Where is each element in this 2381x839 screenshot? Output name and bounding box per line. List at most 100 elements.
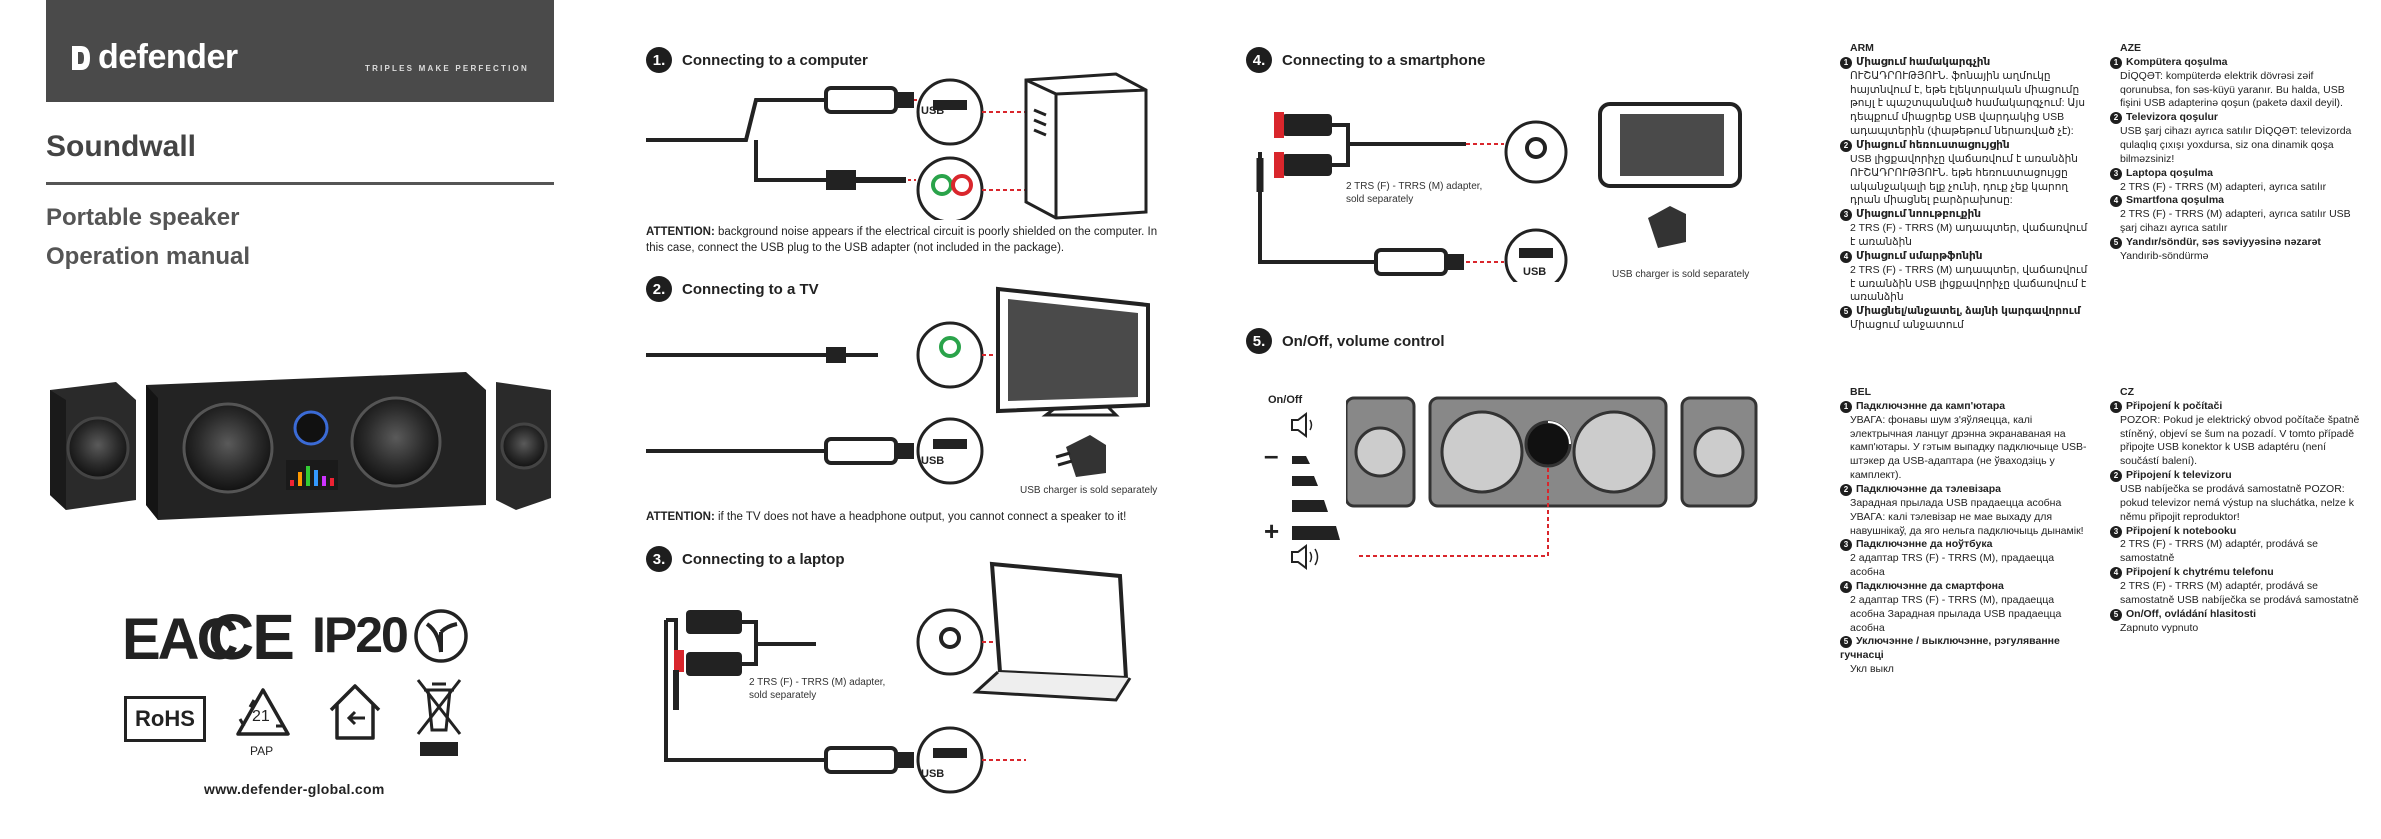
lang-cz-item-2-body: USB nabíječka se prodává samostatně POZO… bbox=[2120, 483, 2355, 523]
speaker-front-view-diagram bbox=[1346, 396, 1758, 557]
section-5-title: On/Off, volume control bbox=[1282, 332, 1445, 350]
section-1-number: 1. bbox=[646, 47, 672, 73]
brand-logo: defender bbox=[70, 38, 238, 77]
section-1-header: 1. Connecting to a computer bbox=[646, 47, 868, 73]
lang-cz-item-4-num: 4 bbox=[2110, 567, 2122, 580]
lang-aze-item-5-head: Yandır/söndür, səs səviyyəsinə nəzarət bbox=[2126, 236, 2321, 249]
lang-code-arm: ARM bbox=[1850, 42, 1874, 54]
lang-bel-item-2-body: Зарадная прылада USB прадаецца асобна УВ… bbox=[1850, 496, 2084, 537]
defender-logo-icon bbox=[72, 46, 90, 70]
lang-bel-item-1-num: 1 bbox=[1840, 400, 1852, 413]
laptop-adapter-caption: 2 TRS (F) - TRRS (M) adapter, sold separ… bbox=[749, 677, 886, 701]
lang-cz-item-5-head: On/Off, ovládání hlasitosti bbox=[2126, 607, 2257, 620]
lang-bel-item-5-num: 5 bbox=[1840, 636, 1852, 649]
computer-attention-label: ATTENTION: bbox=[646, 226, 715, 238]
tv-connection-diagram bbox=[646, 286, 1150, 485]
speaker-product-image bbox=[50, 372, 551, 520]
smartphone-usb-charger-caption: USB charger is sold separately bbox=[1612, 269, 1750, 280]
lang-cz-item-3-num: 3 bbox=[2110, 525, 2122, 538]
lang-arm-item-1-head: Միացում համակարգչին bbox=[1856, 55, 1991, 68]
volume-plus-label: + bbox=[1264, 516, 1280, 546]
lang-arm-item-3-num: 3 bbox=[1840, 209, 1852, 222]
lang-bel-item-3-num: 3 bbox=[1840, 539, 1852, 552]
usb-label-tv: USB bbox=[921, 455, 945, 467]
lang-cz-item-1-num: 1 bbox=[2110, 400, 2122, 413]
lang-aze-item-4-head: Smartfona qoşulma bbox=[2126, 194, 2225, 207]
website-url: www.defender-global.com bbox=[204, 781, 385, 797]
lang-bel-item-4-body: 2 адаптар TRS (F) - TRRS (M), прадаецца … bbox=[1850, 593, 2062, 634]
lang-arm-item-2-num: 2 bbox=[1840, 140, 1852, 153]
lang-bel-item-4-num: 4 bbox=[1840, 581, 1852, 594]
onoff-label: On/Off bbox=[1268, 394, 1303, 406]
rohs-badge: RoHS bbox=[124, 696, 206, 742]
smartphone-connection-diagram bbox=[1256, 102, 1742, 282]
section-4-title: Connecting to a smartphone bbox=[1282, 51, 1486, 69]
recycle-number: 21 bbox=[252, 708, 270, 725]
section-3-title: Connecting to a laptop bbox=[682, 550, 845, 568]
indoor-use-icon bbox=[329, 684, 381, 740]
volume-minus-label: – bbox=[1264, 440, 1279, 470]
lang-cz-item-4-head: Připojení k chytrému telefonu bbox=[2126, 566, 2274, 579]
subtitle-portable-speaker: Portable speaker bbox=[46, 204, 240, 231]
lang-cz-item-3-head: Připojení k notebooku bbox=[2126, 524, 2237, 537]
brand-banner bbox=[46, 0, 554, 102]
lang-code-cz: CZ bbox=[2120, 386, 2134, 398]
lang-aze-item-1-num: 1 bbox=[2110, 56, 2122, 69]
lang-aze-item-3-num: 3 bbox=[2110, 167, 2122, 180]
lang-arm-item-3-head: Միացում նոութբուքին bbox=[1856, 208, 1982, 221]
computer-attention-note: ATTENTION: background noise appears if t… bbox=[646, 225, 1166, 256]
title-divider bbox=[46, 182, 554, 185]
recycle-icon bbox=[236, 688, 290, 736]
ukrsepro-cert-icon bbox=[414, 609, 468, 663]
section-5-header: 5. On/Off, volume control bbox=[1246, 328, 1445, 354]
lang-aze-item-2-body: USB şarj cihazı ayrıca satılır DİQQƏT: t… bbox=[2120, 125, 2352, 165]
section-2-header: 2. Connecting to a TV bbox=[646, 276, 819, 302]
section-5-number: 5. bbox=[1246, 328, 1272, 354]
lang-aze-item-1-body: DİQQƏT: kompüterdə elektrik dövrəsi zəif… bbox=[2120, 69, 2345, 110]
lang-arm-item-1-body: ՈՒՇԱԴՐՈՒԹՅՈՒՆ. ֆոնային աղմուկը հայտնվում… bbox=[1850, 69, 2085, 138]
lang-arm-item-5-body: Միացում անջատում bbox=[1850, 319, 1964, 332]
tv-attention-label: ATTENTION: bbox=[646, 511, 715, 523]
brand-name: defender bbox=[98, 38, 238, 76]
eac-mark: EAC bbox=[122, 607, 238, 672]
lang-aze-item-3-body: 2 TRS (F) - TRRS (M) adapteri, ayrıca sa… bbox=[2120, 180, 2327, 193]
lang-cz-item-1-body: POZOR: Pokud je elektrický obvod počítač… bbox=[2120, 413, 2360, 468]
lang-bel-item-4-head: Падключэнне да смартфона bbox=[1856, 580, 2004, 593]
brand-tagline: TRIPLES MAKE PERFECTION bbox=[365, 64, 529, 73]
lang-aze-item-2-head: Televizora qoşulur bbox=[2126, 111, 2218, 124]
lang-cz-item-3-body: 2 TRS (F) - TRRS (M) adaptér, prodává se… bbox=[2120, 538, 2319, 565]
lang-aze-item-1-head: Kompütera qoşulma bbox=[2126, 55, 2228, 68]
lang-code-bel: BEL bbox=[1850, 386, 1871, 398]
lang-arm-item-3-body: 2 TRS (F) - TRRS (M) ադապտեր, վաճառվում … bbox=[1850, 222, 2088, 249]
lang-cz-item-2-num: 2 bbox=[2110, 470, 2122, 483]
lang-cz-item-4-body: 2 TRS (F) - TRRS (M) adaptér, prodává se… bbox=[2120, 580, 2359, 606]
section-3-header: 3. Connecting to a laptop bbox=[646, 546, 845, 572]
section-1-title: Connecting to a computer bbox=[682, 51, 868, 69]
usb-label-computer: USB bbox=[921, 105, 945, 117]
section-3-number: 3. bbox=[646, 546, 672, 572]
usb-label-smartphone: USB bbox=[1523, 266, 1547, 278]
lang-arm-item-2-body: USB լիցքավորիչը վաճառվում է առանձին ՈՒՇԱ… bbox=[1850, 152, 2078, 207]
tv-attention-text: if the TV does not have a headphone outp… bbox=[714, 511, 1127, 523]
lang-aze-item-4-num: 4 bbox=[2110, 195, 2122, 208]
lang-aze-item-4-body: 2 TRS (F) - TRRS (M) adapteri, ayrıca sa… bbox=[2120, 208, 2351, 235]
laptop-connection-diagram bbox=[664, 561, 1132, 794]
lang-aze-item-3-head: Laptopa qoşulma bbox=[2126, 166, 2213, 179]
tv-attention-note: ATTENTION: if the TV does not have a hea… bbox=[646, 510, 1166, 526]
lang-bel-item-2-head: Падключэнне да тэлевізара bbox=[1856, 483, 2002, 496]
computer-attention-text: background noise appears if the electric… bbox=[646, 226, 1158, 254]
